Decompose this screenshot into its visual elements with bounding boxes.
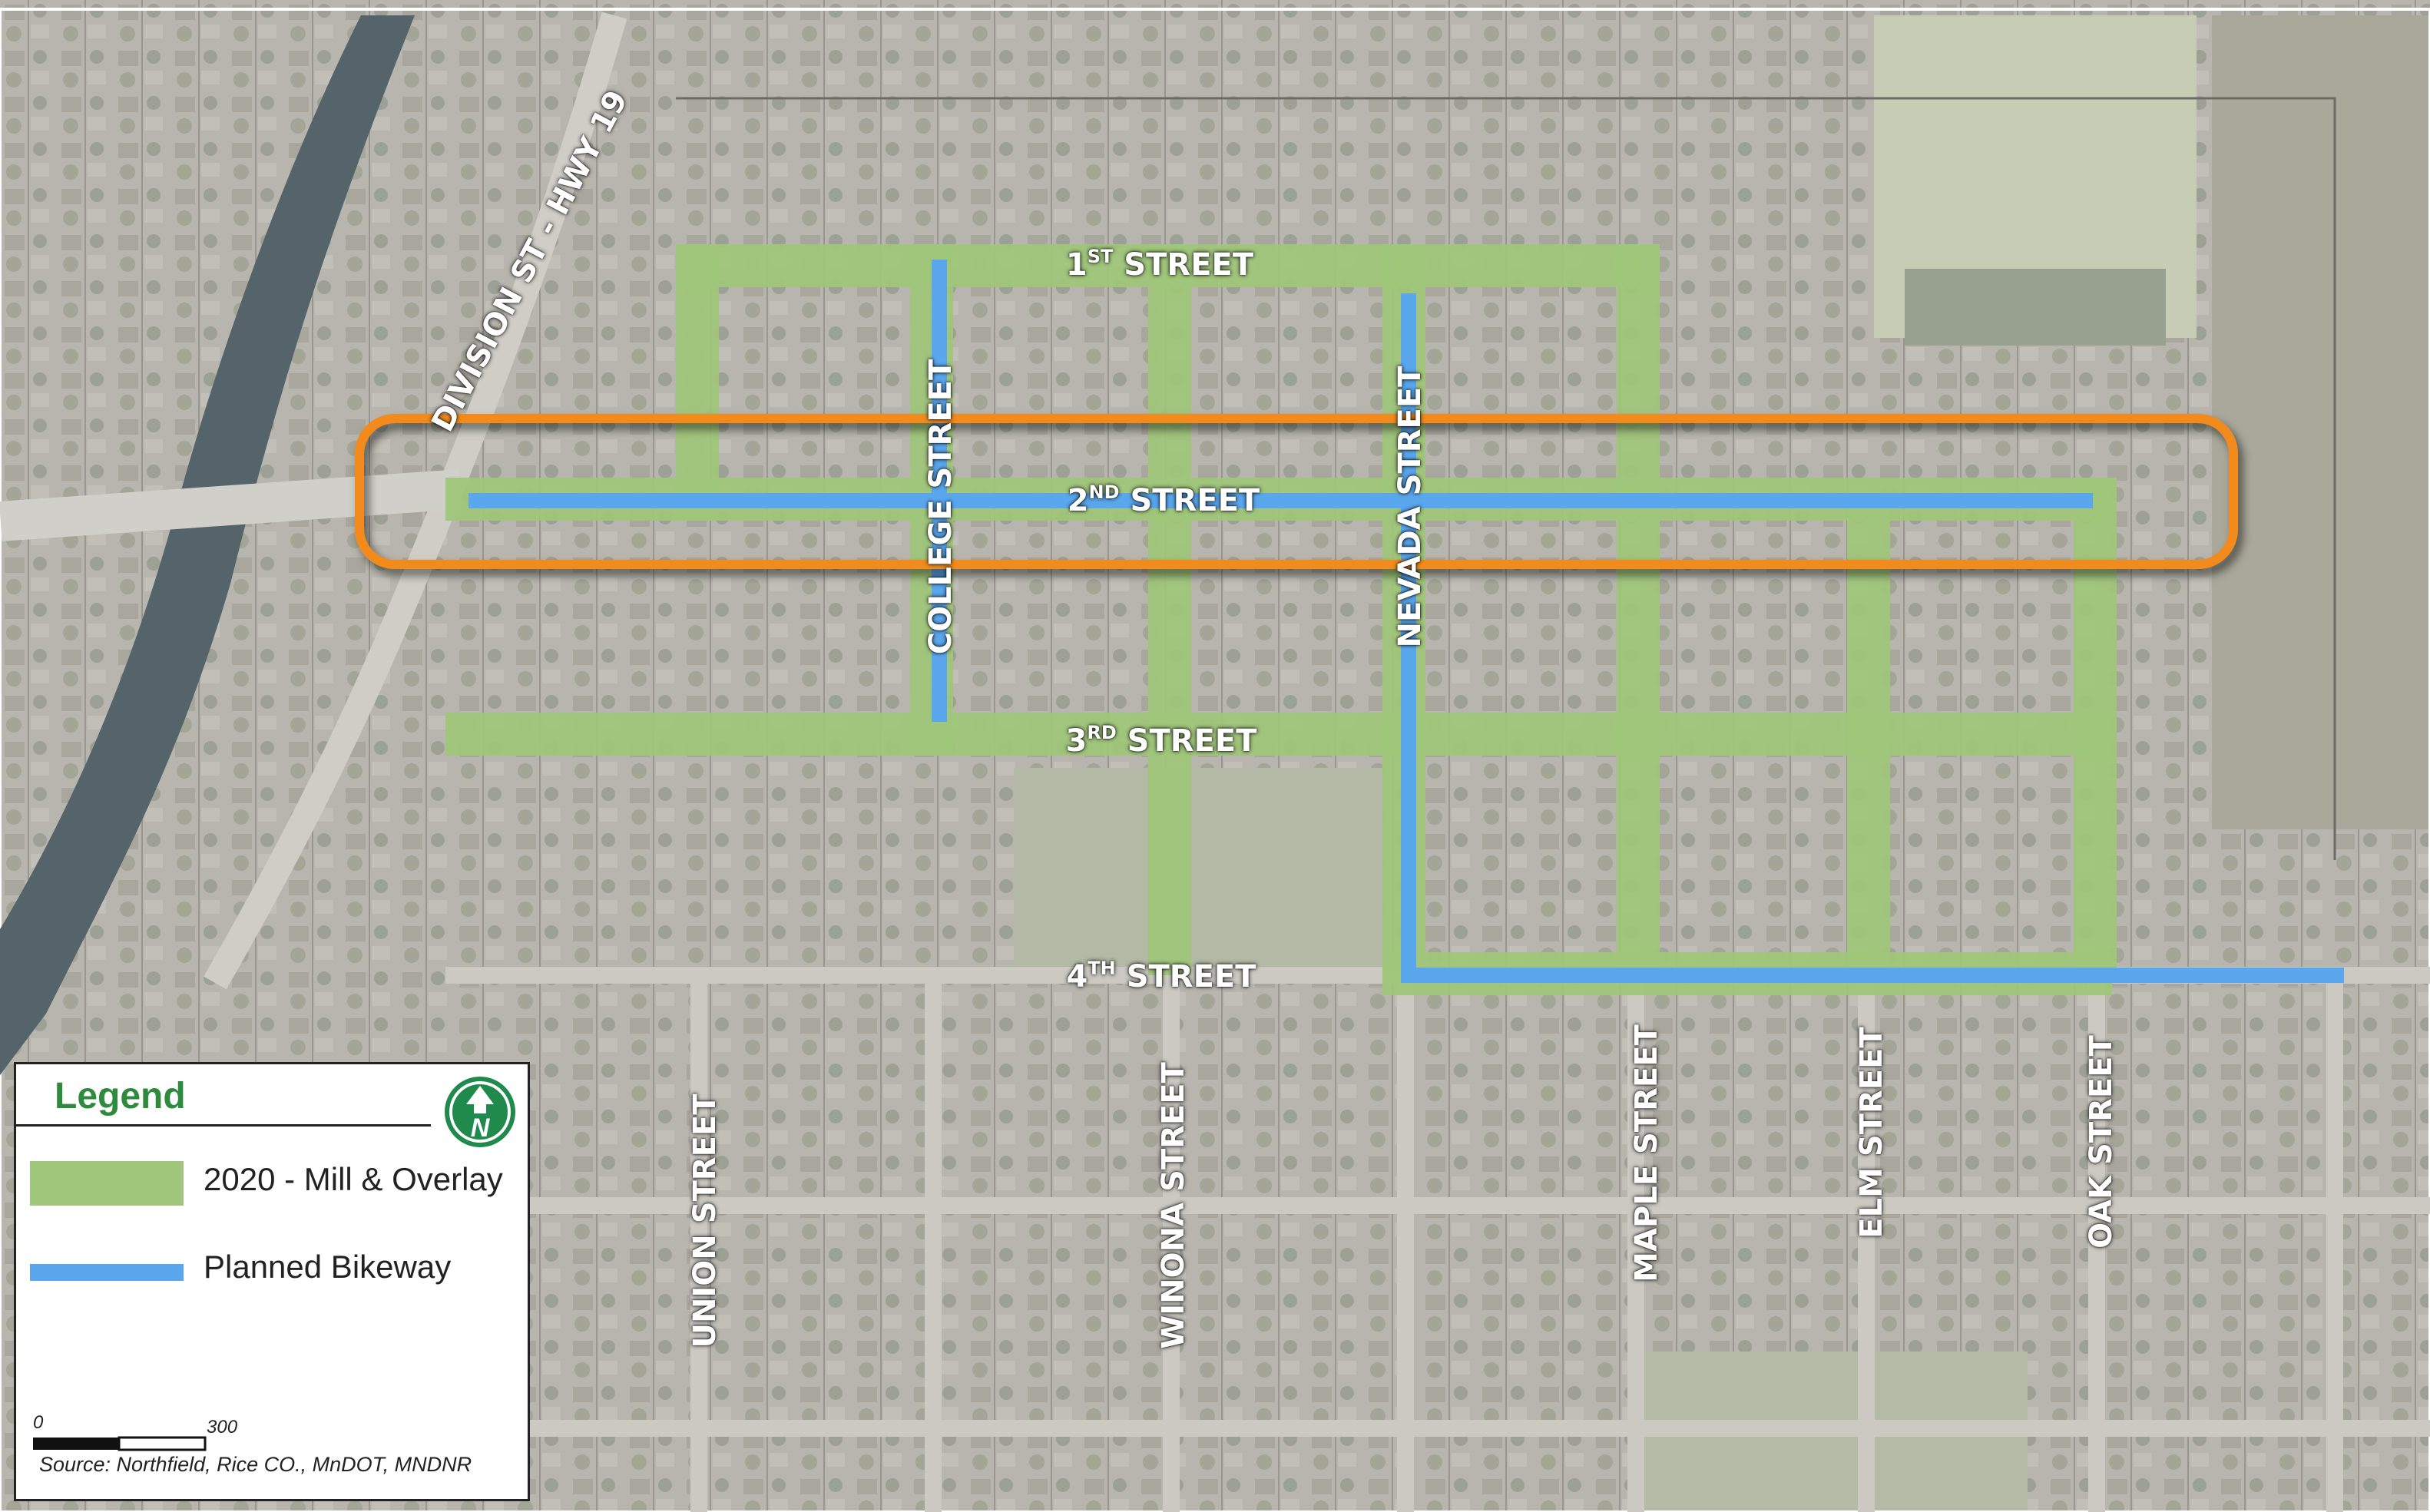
mill-overlay-maple-street [1617,244,1660,975]
boundary-line [676,97,2336,860]
legend-entry-mill-overlay: 2020 - Mill & Overlay [204,1161,503,1197]
legend-swatch-bikeway [30,1264,184,1281]
label-1st-street: 1ST STREET [1065,246,1254,283]
legend-swatch-mill-overlay [30,1161,184,1206]
wooded-area [2212,15,2430,829]
label-4th-street: 4TH STREET [1066,958,1256,994]
label-elm-street: ELM STREET [1854,1027,1889,1239]
legend-entry-bikeway: Planned Bikeway [204,1249,452,1285]
map-frame [0,8,2430,1512]
campus-lawn [1014,768,1382,968]
mill-overlay-elm-street [1847,499,1890,975]
scale-start-label: 0 [33,1413,44,1433]
label-nevada-street: NEVADA STREET [1392,366,1428,648]
label-2nd-street: 2ND STREET [1067,481,1260,518]
mill-overlay-3rd-street [445,713,2112,756]
legend-title-rule [16,1124,431,1127]
bikeway-layer [468,260,2344,983]
north-arrow-icon: N [445,1077,515,1147]
label-oak-street: OAK STREET [2084,1035,2119,1249]
label-maple-street: MAPLE STREET [1629,1024,1664,1282]
mill-overlay-oak-street [2074,478,2117,975]
cannon-river [0,15,415,1075]
label-3rd-street: 3RD STREET [1065,722,1257,759]
bridge [0,469,462,541]
label-college-street: COLLEGE STREET [923,359,958,655]
label-union-street: UNION STREET [687,1093,723,1348]
mill-overlay-union-street [676,244,719,521]
scale-end-label: 300 [207,1417,238,1438]
label-winona-street: WINONA STREET [1156,1062,1191,1349]
scale-bar: 0 300 [33,1413,238,1451]
mill-overlay-winona-street [1148,244,1191,975]
2nd-street-highlight-ring [355,414,2238,569]
tennis-courts [1905,269,2166,346]
highway-19 [204,12,627,990]
bikeway-nevada-4th-street [1401,293,2344,983]
legend-panel: Legend N 2020 - Mill & Overlay Planned B… [14,1062,530,1501]
legend-source: Source: Northfield, Rice CO., MnDOT, MND… [39,1453,472,1476]
legend-title: Legend [55,1076,186,1117]
north-letter: N [471,1113,491,1143]
